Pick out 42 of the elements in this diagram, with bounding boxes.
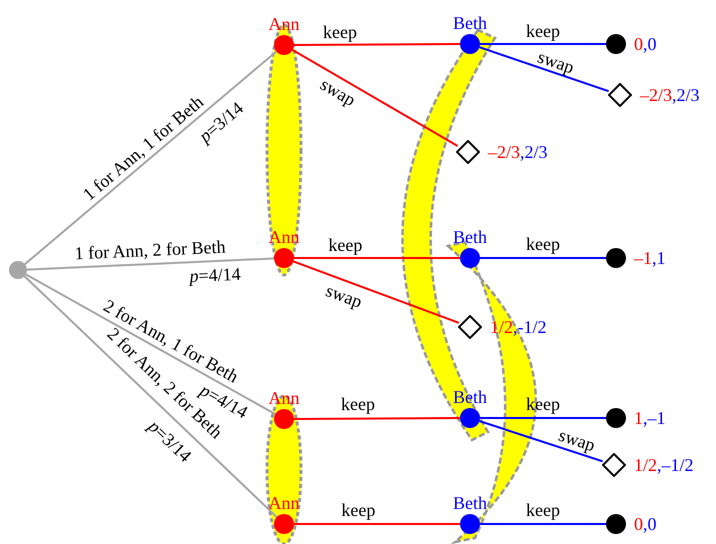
tree-branch — [480, 417, 606, 419]
player-name: Beth — [453, 226, 487, 248]
edge-label: keep — [322, 22, 357, 42]
edge-label: keep — [341, 500, 376, 520]
edge-label: keep — [526, 500, 560, 520]
player-name: Beth — [453, 12, 487, 34]
edge-label: swap — [535, 46, 577, 78]
edge-label: keep — [328, 235, 362, 255]
payoff-value: –2/3,2/3 — [488, 141, 548, 163]
payoff-value: 1,–1 — [634, 407, 666, 429]
payoff-value: 0,0 — [634, 513, 656, 535]
tree-branch — [480, 43, 606, 45]
tree-branch — [25, 274, 276, 415]
tree-branch — [479, 46, 609, 92]
payoff-value: –1,1 — [634, 247, 666, 269]
probability-label: p=4/14 — [189, 264, 242, 286]
payoff-value: –2/3,2/3 — [640, 84, 700, 106]
tree-branch — [480, 257, 606, 259]
tree-branch — [294, 523, 460, 525]
tree-branch — [480, 523, 606, 525]
payoff-value: 1/2,–1/2 — [634, 454, 694, 476]
edge-label: swap — [323, 280, 365, 312]
tree-branch — [26, 257, 274, 271]
tree-branch — [24, 276, 278, 518]
edge-label: keep — [526, 21, 560, 41]
player-name: Ann — [268, 387, 300, 409]
edge-label: swap — [316, 74, 359, 110]
edge-label: swap — [556, 425, 598, 456]
tree-branch — [294, 257, 460, 259]
tree-branch — [292, 49, 458, 147]
player-name: Ann — [268, 492, 300, 514]
tree-branch — [24, 50, 278, 265]
player-name: Beth — [453, 492, 487, 514]
tree-branch — [294, 43, 460, 46]
edge-label: keep — [526, 234, 560, 254]
player-name: Ann — [268, 13, 300, 35]
edge-label: keep — [341, 394, 376, 414]
tree-branch — [293, 260, 460, 324]
tree-branch — [294, 417, 460, 420]
tree-branch — [479, 420, 603, 462]
payoff-value: 0,0 — [634, 33, 656, 55]
edge-label: 1 for Ann, 2 for Beth — [74, 236, 226, 264]
